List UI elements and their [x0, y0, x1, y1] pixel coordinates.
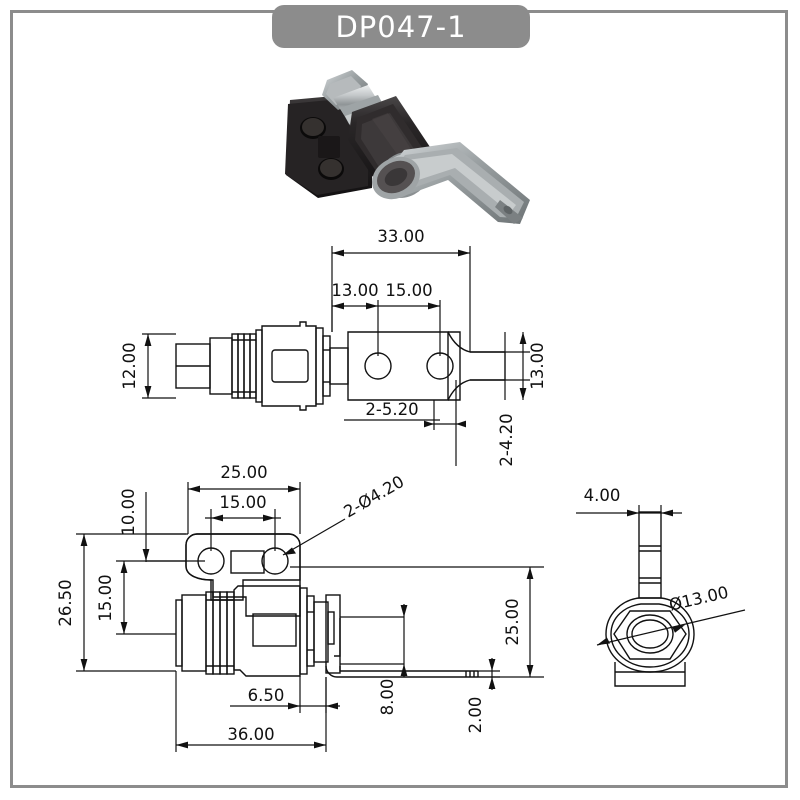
dim-front-tip-thickness: 2.00 — [466, 697, 485, 734]
front-view-body — [233, 585, 301, 677]
dim-front-overall-length: 36.00 — [227, 725, 274, 744]
dim-top-hole-spacing: 15.00 — [385, 281, 432, 300]
page-title: DP047-1 — [335, 9, 467, 44]
front-view-dimensions — [76, 482, 544, 752]
dim-front-hole-spacing: 15.00 — [219, 493, 266, 512]
dim-front-plate-width: 25.00 — [220, 463, 267, 482]
side-view-dimensions — [576, 505, 746, 646]
dim-side-nut-diameter: Ø13.00 — [667, 583, 730, 615]
side-view-hub — [605, 597, 695, 687]
top-view-dimensions — [142, 246, 530, 466]
dim-top-overall-length: 33.00 — [377, 227, 424, 246]
dim-top-body-width: 12.00 — [120, 342, 139, 389]
dim-top-cam-width: 13.00 — [528, 342, 547, 389]
dim-top-hole1-offset: 13.00 — [331, 281, 378, 300]
dim-top-hole-note: 2-4.20 — [497, 413, 516, 466]
dim-front-cam-thickness: 8.00 — [378, 679, 397, 716]
dim-front-cam-reach: 25.00 — [503, 598, 522, 645]
dim-front-overall-height: 26.50 — [56, 579, 75, 626]
dim-front-center-height: 15.00 — [96, 574, 115, 621]
dim-side-cam-thickness: 4.00 — [584, 486, 621, 505]
title-badge: DP047-1 — [272, 5, 530, 48]
dim-front-body-offset: 6.50 — [248, 686, 285, 705]
front-view-barrel — [175, 591, 235, 675]
top-view-cam-plate — [347, 331, 506, 401]
dim-front-top-offset: 10.00 — [119, 488, 138, 535]
front-view-cam — [325, 594, 479, 678]
dim-top-slot-note: 2-5.20 — [365, 400, 418, 419]
top-view-body — [255, 321, 317, 411]
photo-cam-arm — [372, 142, 530, 224]
side-view-cam-arm — [638, 511, 662, 599]
